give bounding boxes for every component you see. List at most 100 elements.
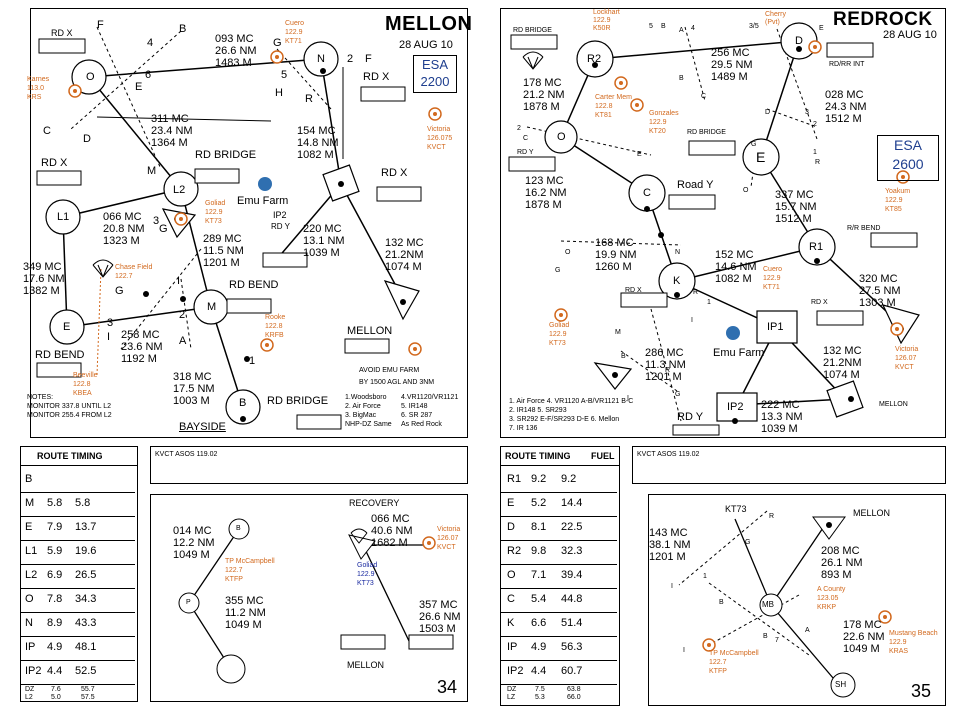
date-label: 28 AUG 10	[883, 29, 937, 41]
route-timing-leg: 8.9	[47, 617, 63, 629]
p34-recovery-lines	[178, 518, 454, 684]
wp-n-label: N	[317, 53, 325, 65]
route-timing-leg: 5.9	[47, 545, 63, 557]
route-timing-total: 39.4	[561, 569, 583, 581]
letter: 1	[707, 299, 711, 306]
letter: D	[765, 109, 771, 116]
route-timing-point: IP2	[507, 665, 524, 677]
mellon-label: MELLON	[879, 401, 908, 408]
page-number-34: 34	[437, 677, 458, 697]
letter: I	[177, 275, 181, 287]
letter: I	[691, 317, 693, 324]
letter: 3	[107, 317, 114, 329]
letter: 3/5	[749, 23, 759, 30]
p34-atis-box: KVCT ASOS 119.02	[150, 446, 468, 484]
route-timing-leg: 4.4	[47, 665, 63, 677]
road-label: RD Y	[271, 222, 290, 231]
letter: C	[523, 135, 529, 142]
fuel-label: FUEL	[591, 451, 615, 461]
letter: O	[743, 187, 749, 194]
letter: H	[275, 87, 283, 99]
date-label: 28 AUG 10	[399, 39, 453, 51]
wp-n-circle	[303, 41, 339, 77]
wp-l2-circle	[163, 171, 199, 207]
esa-box: ESA 2600	[877, 135, 939, 181]
route-timing-leg: 7.1	[531, 569, 547, 581]
letter: 5	[281, 69, 288, 81]
route-timing-total: 32.3	[561, 545, 583, 557]
esa-box: ESA 2200	[413, 55, 457, 93]
letter: 4	[147, 37, 154, 49]
wp-b-circle	[225, 389, 261, 425]
route-timing-total: 26.5	[75, 569, 97, 581]
letter: G	[159, 223, 168, 235]
ip2-box	[716, 392, 758, 422]
atis-label: KVCT ASOS 119.02	[637, 451, 700, 458]
recovery-mellon: MELLON	[853, 508, 891, 518]
letter: G	[273, 37, 282, 49]
wp-r1-label: R1	[809, 241, 824, 253]
route-timing-leg: 6.6	[531, 617, 547, 629]
road-label: RD BEND	[229, 279, 279, 291]
route-timing-point: B	[25, 473, 33, 485]
route-timing-total: 13.7	[75, 521, 97, 533]
route-timing-total: 9.2	[561, 473, 577, 485]
navaid-cherry: Cherry(Pvt)	[765, 11, 787, 26]
letter: R	[769, 513, 775, 520]
atis-label: KVCT ASOS 119.02	[155, 451, 218, 458]
letter: C	[43, 125, 51, 137]
esa-label: ESA	[893, 137, 922, 153]
letter: G	[751, 141, 757, 148]
route-timing-row: B	[21, 468, 135, 493]
wp-l1-circle	[45, 199, 81, 235]
route-timing-point: E	[507, 497, 515, 509]
letter: 3	[153, 215, 160, 227]
letter: G	[675, 391, 681, 398]
letter: E	[637, 151, 642, 158]
route-timing-total: 52.5	[75, 665, 97, 677]
route-timing-leg: 6.9	[47, 569, 63, 581]
route-timing-leg: 4.4	[531, 665, 547, 677]
road-label: R/R BEND	[847, 225, 881, 232]
route-timing-point: N	[25, 617, 33, 629]
letter: B	[621, 353, 626, 360]
route-timing-point: IP2	[25, 665, 42, 677]
p34-map-panel: MELLON 28 AUG 10 ESA 2200 O N L2 L1 M E …	[23, 8, 472, 438]
route-timing-leg: 4.9	[531, 641, 547, 653]
wp-k-label: K	[673, 275, 681, 287]
route-timing-leg: 9.8	[531, 545, 547, 557]
recovery-kt73: KT73	[725, 504, 747, 514]
route-timing-leg: 5.2	[531, 497, 547, 509]
wp-k-circle	[658, 262, 696, 300]
letter: I	[107, 331, 111, 343]
letter: I	[683, 647, 685, 654]
letter: 6	[145, 69, 152, 81]
route-timing-point: K	[507, 617, 515, 629]
bayside-label: BAYSIDE	[179, 421, 226, 433]
wp-o-circle	[544, 120, 578, 154]
letter: F	[365, 53, 372, 65]
letter: A	[679, 27, 684, 34]
